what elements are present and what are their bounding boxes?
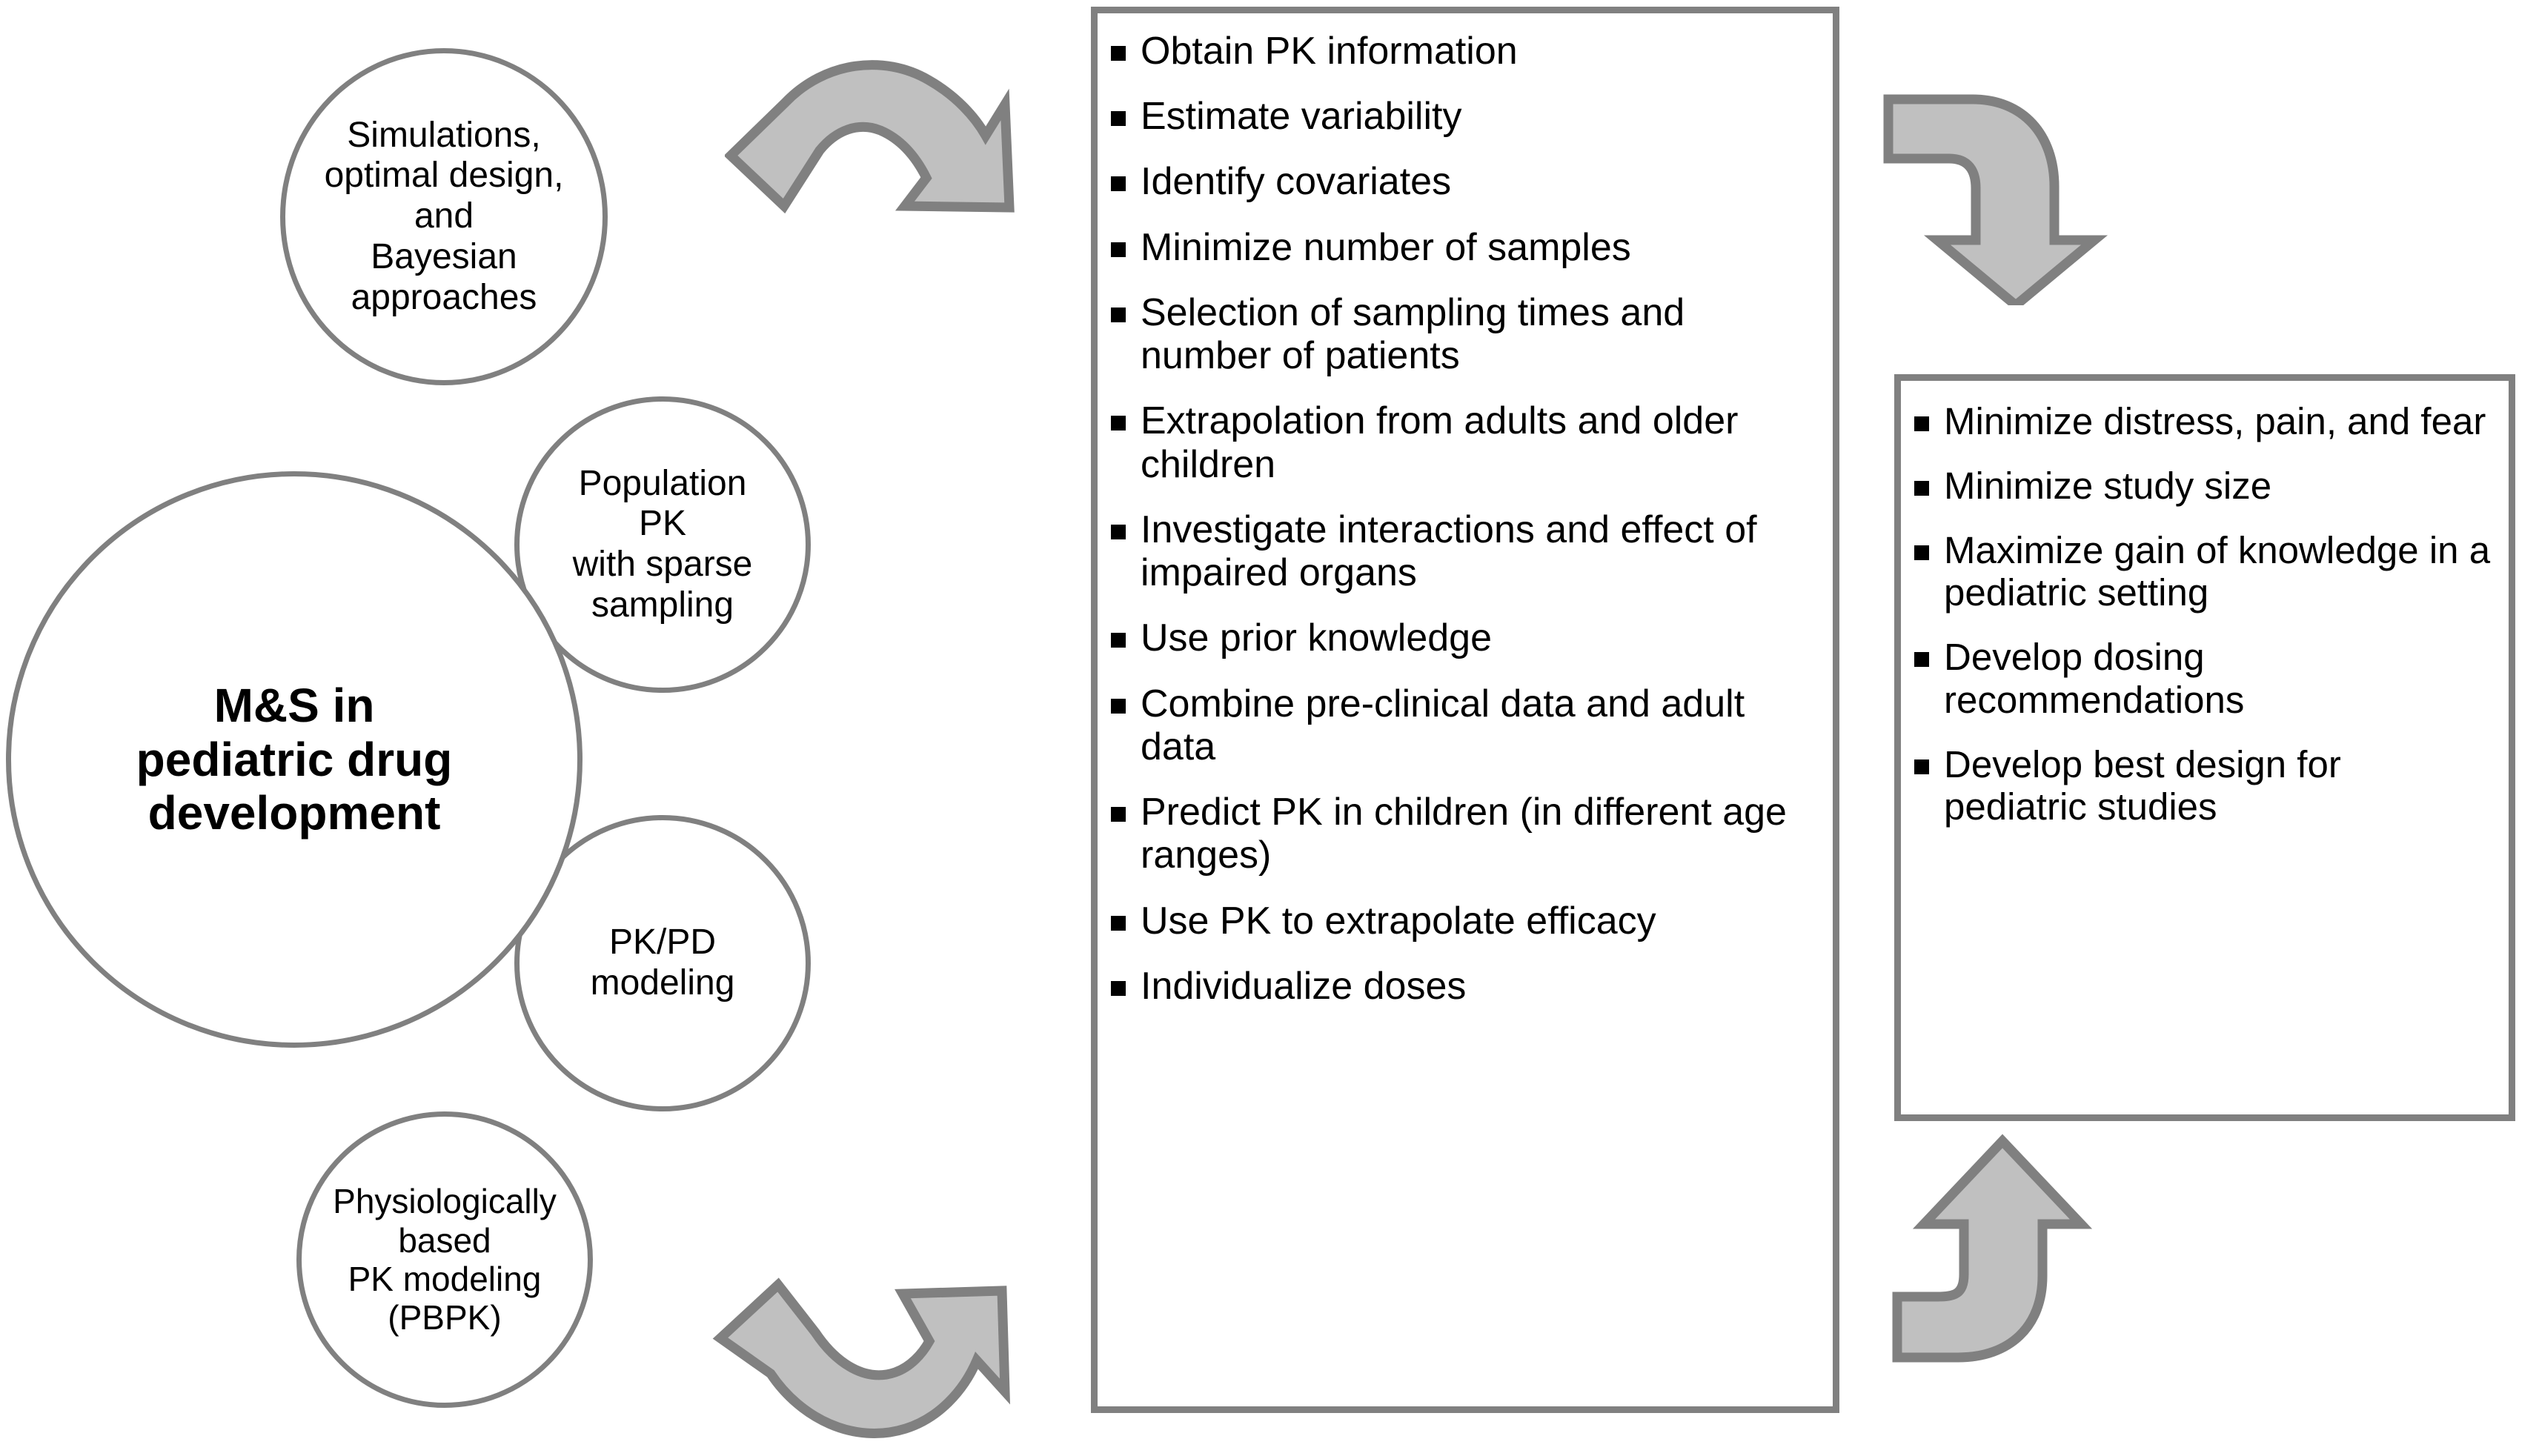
square-bullet-icon	[1111, 524, 1126, 539]
square-bullet-icon	[1111, 307, 1126, 322]
right-bullet-box: Minimize distress, pain, and fear Minimi…	[1894, 374, 2515, 1121]
list-item: Investigate interactions and effect of i…	[1111, 508, 1811, 594]
list-item: Identify covariates	[1111, 160, 1811, 203]
list-item: Minimize study size	[1914, 465, 2492, 507]
square-bullet-icon	[1111, 807, 1126, 822]
square-bullet-icon	[1111, 915, 1126, 931]
circle-simulations[interactable]: Simulations, optimal design, and Bayesia…	[280, 48, 608, 385]
list-item-text: Use prior knowledge	[1141, 616, 1493, 660]
square-bullet-icon	[1111, 242, 1126, 257]
circle-pbpk[interactable]: Physiologically based PK modeling (PBPK)	[296, 1111, 593, 1408]
list-item: Individualize doses	[1111, 965, 1811, 1008]
circle-pbpk-label: Physiologically based PK modeling (PBPK)	[333, 1182, 557, 1337]
list-item-text: Investigate interactions and effect of i…	[1141, 508, 1757, 595]
list-item: Predict PK in children (in different age…	[1111, 791, 1811, 877]
right-bullet-list: Minimize distress, pain, and fear Minimi…	[1914, 400, 2492, 828]
list-item-text: Develop best design for pediatric studie…	[1944, 742, 2341, 828]
circle-main-topic-label: M&S in pediatric drug development	[136, 678, 453, 840]
list-item: Develop dosing recommendations	[1914, 636, 2492, 721]
list-item: Use PK to extrapolate efficacy	[1111, 900, 1811, 943]
list-item: Minimize number of samples	[1111, 226, 1811, 269]
middle-bullet-box: Obtain PK information Estimate variabili…	[1091, 7, 1839, 1413]
list-item-text: Obtain PK information	[1141, 30, 1518, 73]
square-bullet-icon	[1111, 633, 1126, 648]
list-item-text: Predict PK in children (in different age…	[1141, 791, 1787, 877]
square-bullet-icon	[1914, 759, 1929, 774]
middle-bullet-list: Obtain PK information Estimate variabili…	[1111, 30, 1811, 1008]
list-item: Use prior knowledge	[1111, 616, 1811, 659]
square-bullet-icon	[1111, 698, 1126, 714]
list-item-text: Estimate variability	[1141, 95, 1462, 139]
list-item-text: Combine pre-clinical data and adult data	[1141, 682, 1745, 768]
list-item: Combine pre-clinical data and adult data	[1111, 682, 1811, 768]
list-item: Estimate variability	[1111, 95, 1811, 138]
circle-population-pk[interactable]: Population PK with sparse sampling	[514, 396, 811, 693]
list-item-text: Minimize distress, pain, and fear	[1944, 400, 2486, 442]
circle-pk-pd-label: PK/PD modeling	[590, 923, 735, 1003]
list-item-text: Develop dosing recommendations	[1944, 636, 2245, 721]
square-bullet-icon	[1914, 416, 1929, 431]
square-bullet-icon	[1914, 481, 1929, 496]
square-bullet-icon	[1111, 111, 1126, 127]
square-bullet-icon	[1914, 545, 1929, 561]
list-item: Selection of sampling times and number o…	[1111, 291, 1811, 377]
list-item: Obtain PK information	[1111, 30, 1811, 73]
list-item-text: Minimize number of samples	[1141, 225, 1631, 269]
list-item: Develop best design for pediatric studie…	[1914, 743, 2492, 828]
list-item: Extrapolation from adults and older chil…	[1111, 399, 1811, 486]
curved-arrow-down-icon	[1883, 94, 2108, 305]
square-bullet-icon	[1914, 652, 1929, 668]
list-item: Maximize gain of knowledge in a pediatri…	[1914, 529, 2492, 614]
circle-population-pk-label: Population PK with sparse sampling	[572, 463, 753, 625]
curved-arrow-up-icon	[1892, 1134, 2093, 1363]
circle-pk-pd[interactable]: PK/PD modeling	[514, 815, 811, 1111]
list-item: Minimize distress, pain, and fear	[1914, 400, 2492, 442]
list-item-text: Maximize gain of knowledge in a pediatri…	[1944, 529, 2491, 614]
circle-main-topic[interactable]: M&S in pediatric drug development	[6, 471, 583, 1048]
circle-cluster: Simulations, optimal design, and Bayesia…	[0, 0, 1067, 1456]
list-item-text: Identify covariates	[1141, 160, 1452, 204]
list-item-text: Extrapolation from adults and older chil…	[1141, 399, 1739, 486]
list-item-text: Selection of sampling times and number o…	[1141, 290, 1685, 378]
square-bullet-icon	[1111, 980, 1126, 996]
list-item-text: Minimize study size	[1944, 465, 2272, 508]
list-item-text: Use PK to extrapolate efficacy	[1141, 899, 1656, 943]
list-item-text: Individualize doses	[1141, 964, 1467, 1008]
square-bullet-icon	[1111, 176, 1126, 192]
square-bullet-icon	[1111, 416, 1126, 431]
square-bullet-icon	[1111, 46, 1126, 61]
circle-simulations-label: Simulations, optimal design, and Bayesia…	[324, 115, 564, 317]
